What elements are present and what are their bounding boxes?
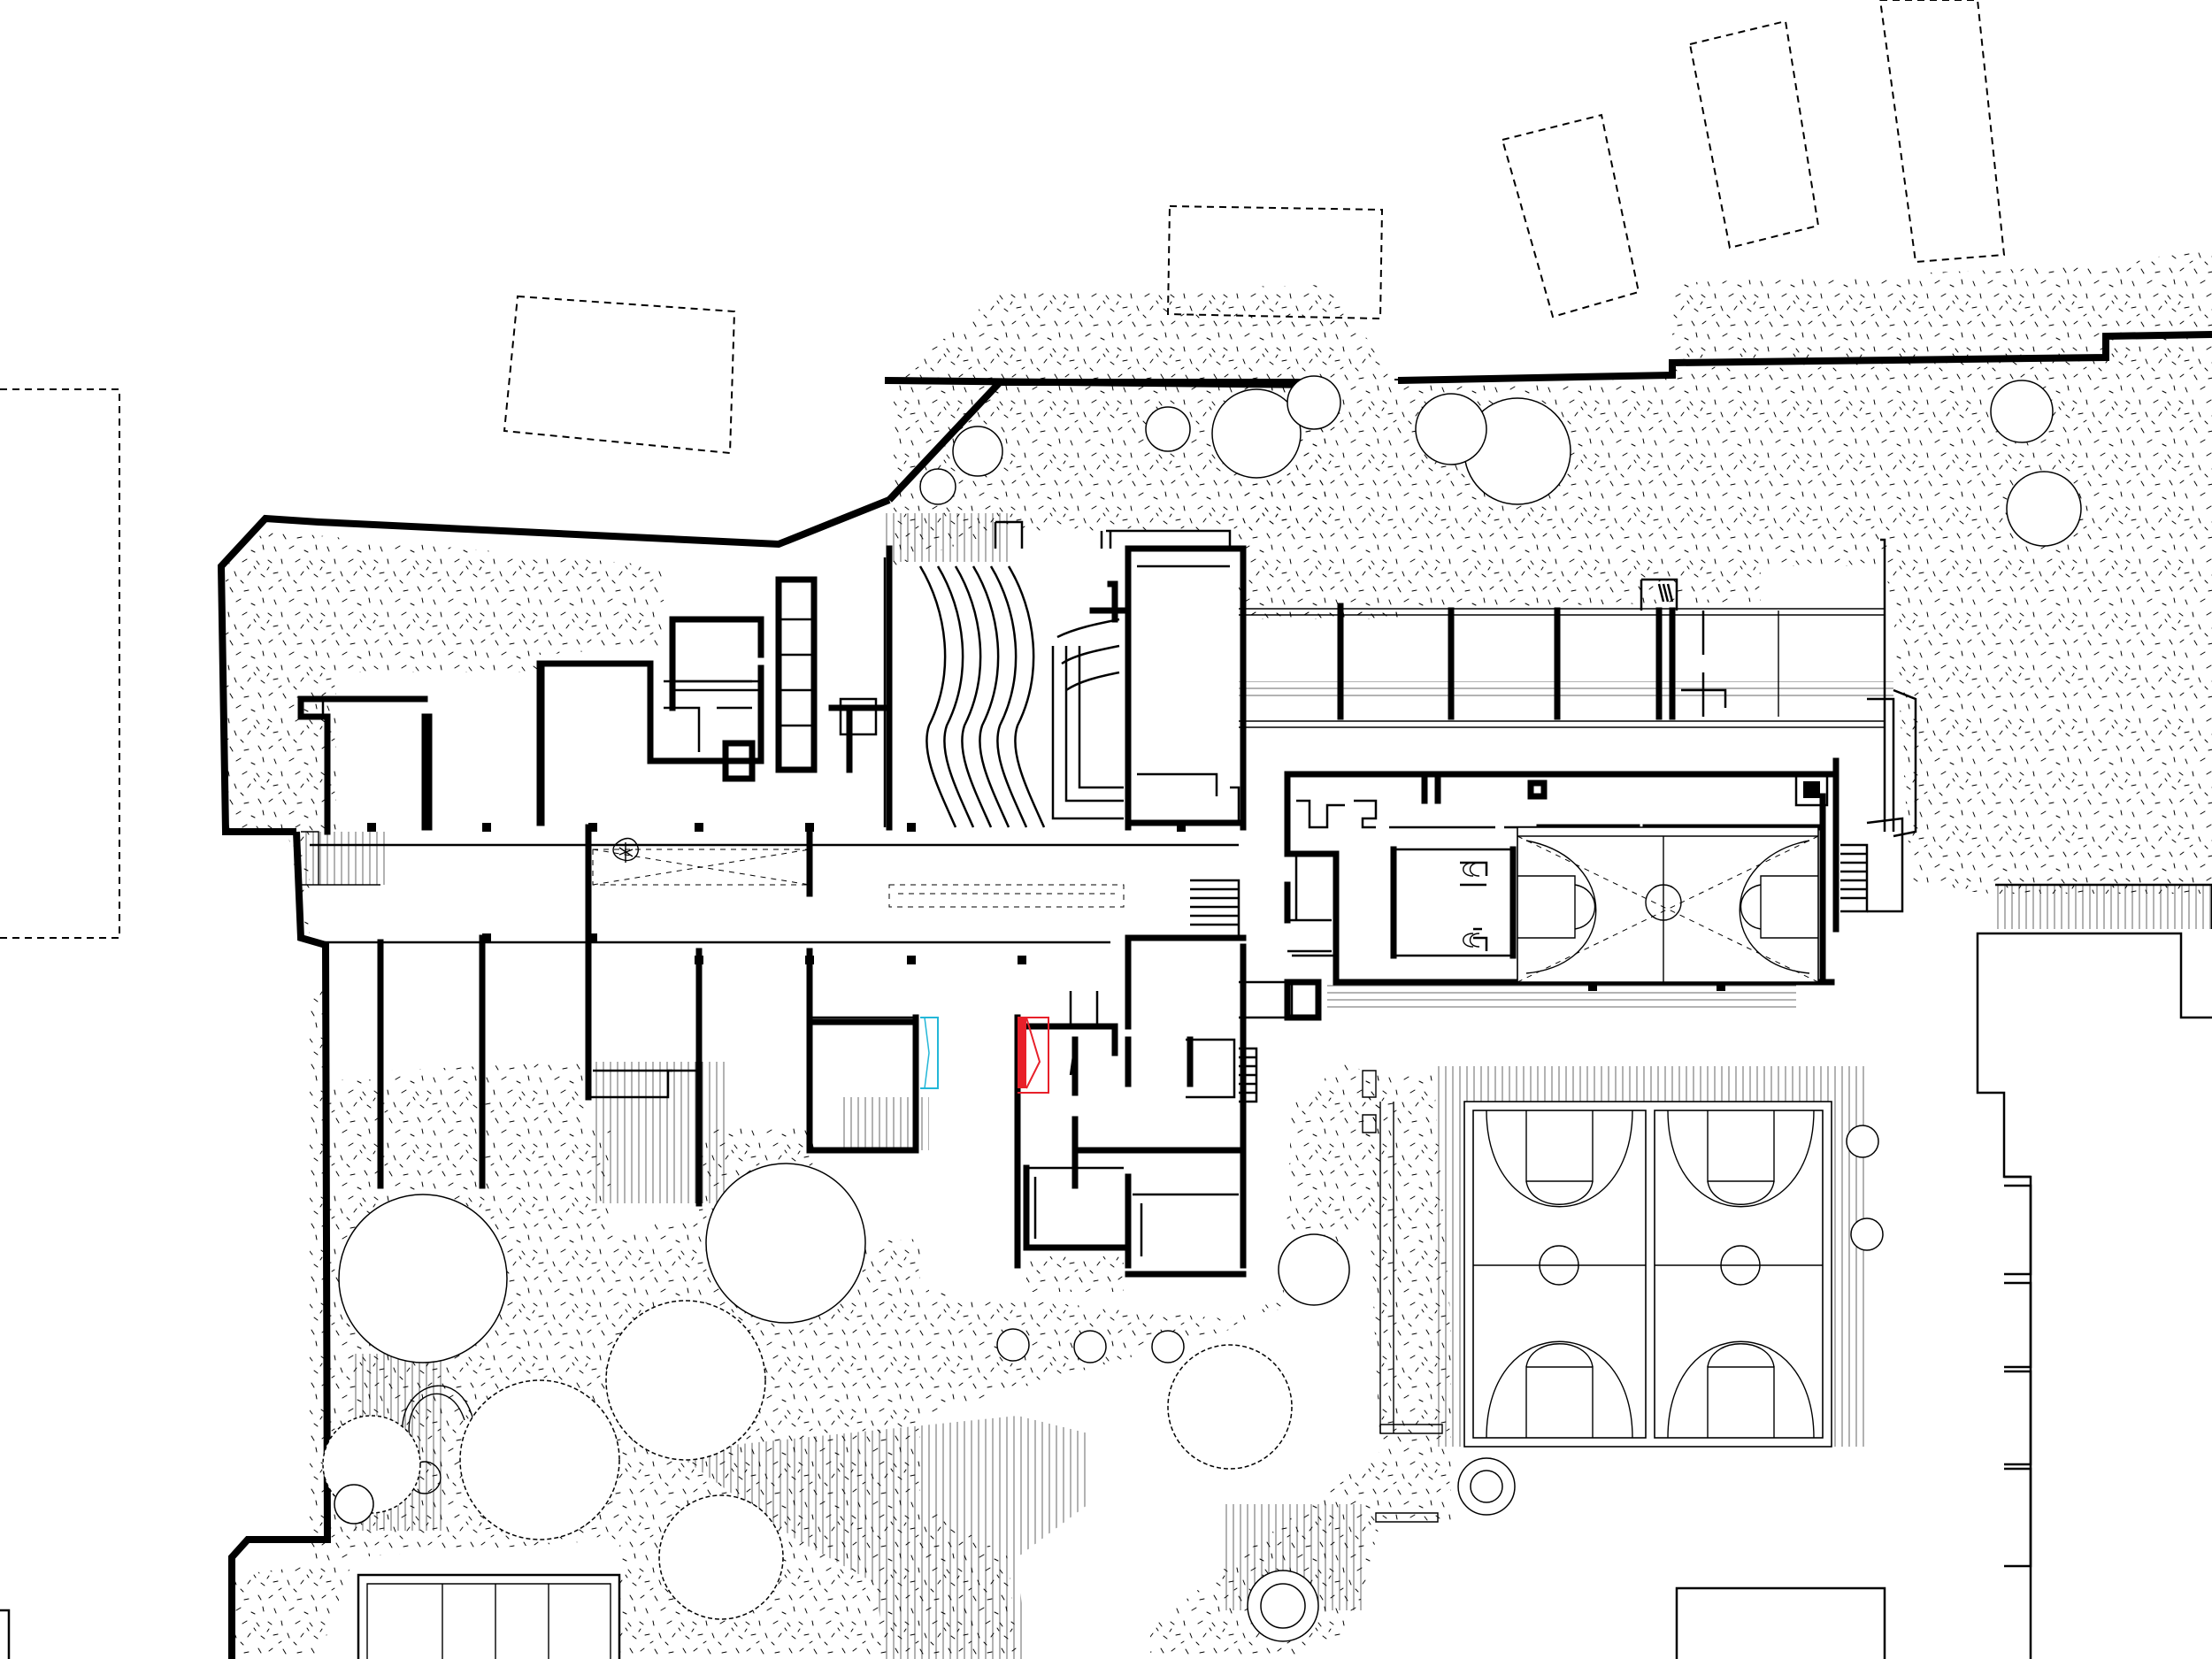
court-left <box>1473 1110 1646 1439</box>
neighbour-footprints <box>0 0 2006 939</box>
outdoor-courts <box>1463 1101 1832 1448</box>
building <box>297 520 1917 1278</box>
site-boundary <box>217 331 2212 1659</box>
court-right <box>1655 1110 1823 1439</box>
east-building <box>1675 883 2212 1659</box>
trees <box>322 375 2082 1642</box>
